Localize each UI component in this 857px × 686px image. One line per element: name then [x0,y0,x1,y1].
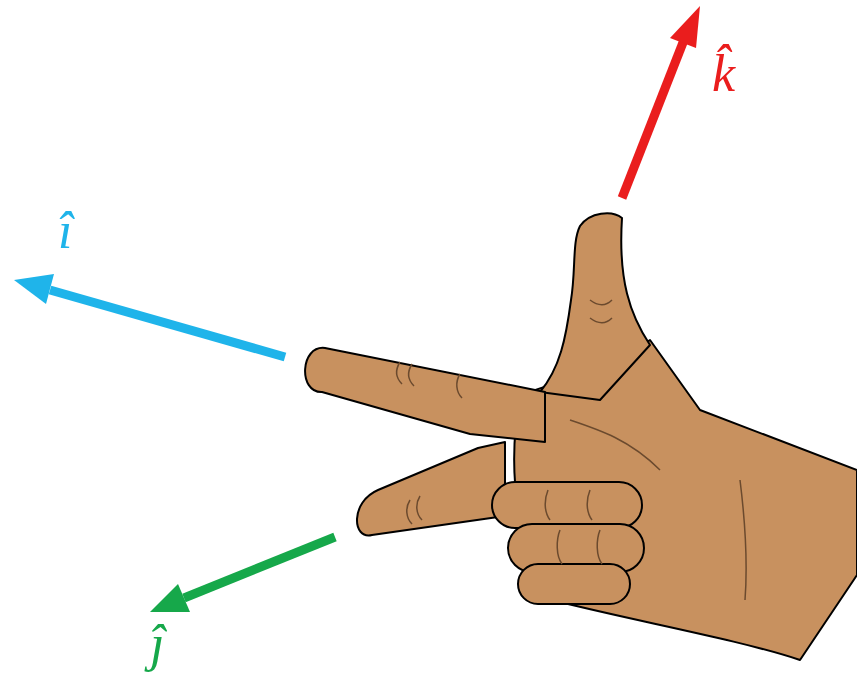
k-arrow [622,40,684,198]
j-arrow [184,537,335,598]
axis-label: î [58,205,72,257]
thumb [540,213,650,400]
k-arrowhead [670,6,700,48]
index-finger [305,348,545,442]
middle-finger [357,442,505,535]
curled-finger [518,564,630,604]
j-arrowhead [150,584,190,612]
curled-finger [492,482,642,528]
axis-arrows [14,6,700,612]
axis-label: ĵ [150,618,164,670]
i-arrowhead [14,274,54,304]
i-arrow [50,290,285,357]
axis-label: k̂ [712,48,735,100]
skin-creases [397,300,746,600]
